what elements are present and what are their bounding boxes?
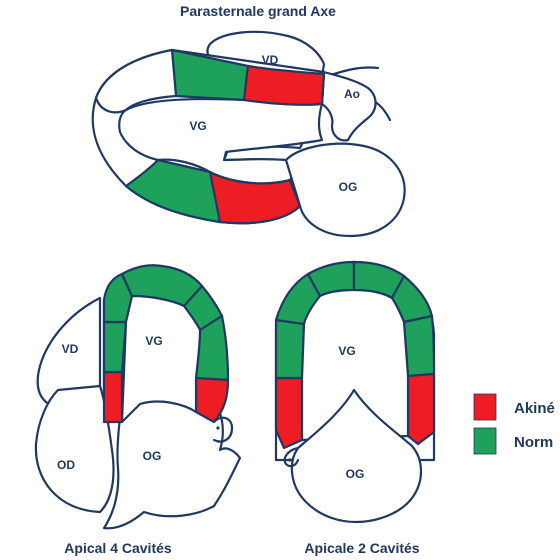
plax-title: Parasternale grand Axe — [180, 3, 336, 19]
a4c-lateral-basal-akinetic — [194, 376, 230, 424]
legend-akinetic-swatch — [473, 393, 497, 421]
a4c-annulus-dot — [216, 426, 220, 430]
a4c-label-od: OD — [57, 458, 75, 472]
a4c-lv-cavity — [120, 294, 202, 424]
a4c-label-vd: VD — [62, 342, 79, 356]
plax-label-vg: VG — [189, 119, 206, 133]
a4c-title: Apical 4 Cavités — [64, 540, 172, 556]
plax-view: Parasternale grand Axe VD Ao VG OG — [91, 3, 406, 238]
plax-left-atrium — [284, 142, 406, 238]
a2c-label-vg: VG — [338, 344, 355, 358]
a2c-title: Apicale 2 Cavités — [304, 540, 419, 556]
legend-akinetic-label: Akiné — [514, 400, 555, 417]
a4c-right-atrium — [34, 384, 115, 514]
a2c-view: VG OG Apicale 2 Cavités — [274, 260, 436, 556]
plax-label-vd: VD — [262, 53, 279, 67]
a4c-left-atrium — [102, 394, 242, 530]
plax-label-ao: Ao — [344, 87, 360, 101]
legend-normal-label: Norm — [514, 434, 553, 451]
a2c-lv-cavity — [300, 288, 410, 442]
a2c-left-basal-akinetic — [274, 376, 304, 450]
a2c-left-mid-normal — [274, 318, 306, 380]
a4c-septum-mid-normal — [102, 320, 128, 374]
legend-normal-swatch — [473, 427, 497, 455]
legend: Akiné Norm — [473, 393, 555, 455]
a4c-view: VD VG OD OG Apical 4 Cavités — [34, 264, 242, 556]
a2c-right-basal-akinetic — [406, 372, 436, 446]
plax-apex-segment — [94, 48, 178, 114]
a4c-septum-basal-akinetic — [102, 370, 124, 424]
a2c-annulus-detail — [283, 446, 300, 468]
plax-aorta — [320, 70, 377, 142]
a4c-label-vg: VG — [145, 334, 162, 348]
a2c-label-og: OG — [346, 467, 365, 481]
a2c-right-mid-normal — [402, 314, 436, 378]
a2c-annulus-dot — [288, 458, 292, 462]
a4c-label-og: OG — [143, 449, 162, 463]
a4c-mitral-annulus — [212, 416, 234, 443]
plax-label-og: OG — [339, 180, 358, 194]
plax-lv-cavity — [118, 97, 324, 185]
